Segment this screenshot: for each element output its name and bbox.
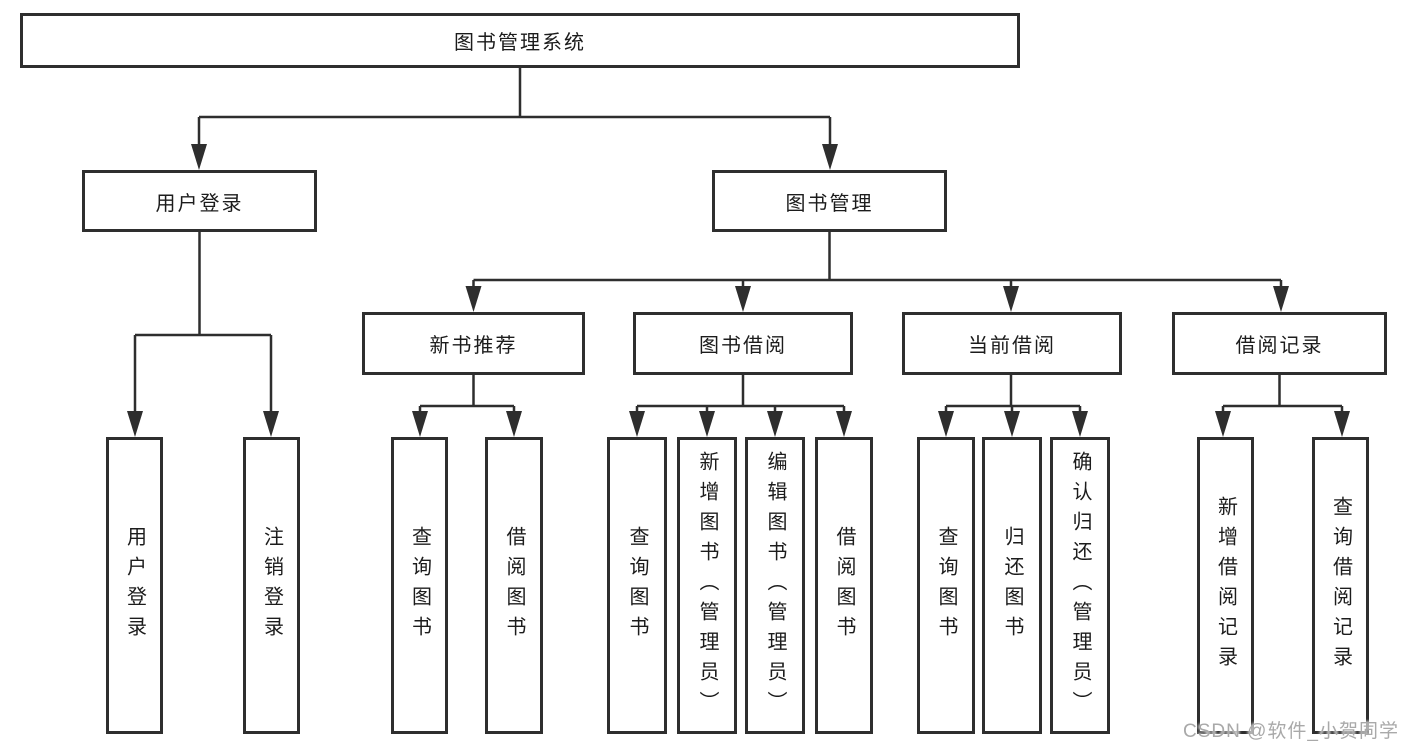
leaf-query-book-3: 查询图书	[917, 437, 975, 734]
node-book-management: 图书管理	[712, 170, 947, 232]
leaf-confirm-return-admin: 确认归还（管理员）	[1050, 437, 1110, 734]
node-label: 归还图书	[1001, 525, 1023, 646]
node-label: 查询借阅记录	[1329, 495, 1352, 676]
leaf-add-borrow-record: 新增借阅记录	[1197, 437, 1254, 734]
node-label: 查询图书	[935, 525, 957, 646]
node-borrow-record: 借阅记录	[1172, 312, 1387, 375]
node-label: 用户登录	[155, 192, 244, 215]
node-label: 当前借阅	[968, 335, 1056, 357]
leaf-add-book-admin: 新增图书（管理员）	[677, 437, 737, 734]
leaf-query-book-2: 查询图书	[607, 437, 667, 734]
leaf-return-book: 归还图书	[982, 437, 1042, 734]
node-label: 确认归还（管理员）	[1069, 450, 1091, 721]
node-label: 编辑图书（管理员）	[764, 450, 786, 721]
node-book-borrow: 图书借阅	[633, 312, 853, 375]
node-label: 图书管理	[785, 192, 874, 215]
leaf-logout: 注销登录	[243, 437, 300, 734]
node-label: 图书借阅	[699, 335, 787, 357]
tree-edge-lines	[133, 66, 1344, 413]
leaf-borrow-book-1: 借阅图书	[485, 437, 543, 734]
leaf-edit-book-admin: 编辑图书（管理员）	[745, 437, 805, 734]
node-label: 新书推荐	[429, 335, 518, 357]
leaf-borrow-book-2: 借阅图书	[815, 437, 873, 734]
leaf-query-book-1: 查询图书	[391, 437, 448, 734]
node-label: 用户登录	[123, 525, 146, 646]
csdn-watermark: CSDN @软件_小贺同学	[1183, 721, 1399, 742]
leaf-query-borrow-record: 查询借阅记录	[1312, 437, 1369, 734]
node-current-borrow: 当前借阅	[902, 312, 1122, 375]
node-library-management-system: 图书管理系统	[20, 13, 1020, 68]
node-label: 新增借阅记录	[1214, 495, 1237, 676]
leaf-user-login: 用户登录	[106, 437, 163, 734]
node-label: 借阅记录	[1235, 335, 1324, 357]
arrowhead-icons	[127, 144, 1350, 437]
node-label: 查询图书	[408, 525, 431, 646]
node-label: 借阅图书	[833, 525, 855, 646]
node-label: 借阅图书	[503, 525, 525, 646]
node-label: 注销登录	[260, 525, 283, 646]
node-label: 图书管理系统	[454, 32, 586, 54]
node-new-book-recommend: 新书推荐	[362, 312, 585, 375]
node-label: 新增图书（管理员）	[696, 450, 718, 721]
node-label: 查询图书	[626, 525, 648, 646]
node-user-login: 用户登录	[82, 170, 317, 232]
